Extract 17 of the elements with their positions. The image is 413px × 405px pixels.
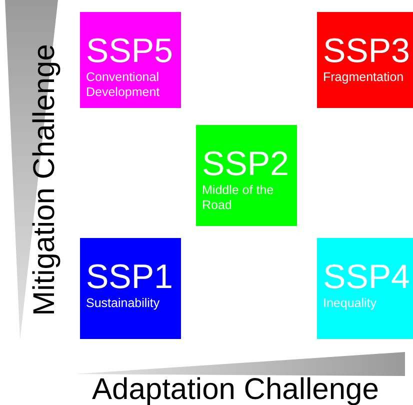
ssp-description: Sustainability bbox=[86, 296, 161, 311]
ssp-label: SSP3 bbox=[323, 34, 411, 68]
ssp-label: SSP4 bbox=[323, 260, 411, 294]
axis-label: Mitigation Challenge bbox=[29, 44, 61, 316]
ssp-description: Conventional Development bbox=[86, 70, 161, 100]
ssp-label: SSP1 bbox=[86, 260, 174, 294]
ssp-label: SSP2 bbox=[202, 147, 290, 181]
scenario-box bbox=[80, 12, 181, 108]
scenario-box bbox=[80, 238, 181, 339]
scenario-box bbox=[196, 125, 297, 226]
axis-label: Adaptation Challenge bbox=[92, 374, 379, 405]
scenario-box bbox=[317, 12, 413, 108]
scenario-box bbox=[317, 238, 413, 339]
ssp-label: SSP5 bbox=[86, 34, 174, 68]
ssp-description: Inequality bbox=[323, 296, 378, 311]
ssp-description: Fragmentation bbox=[323, 70, 405, 85]
ssp-description: Middle of the Road bbox=[202, 183, 275, 213]
